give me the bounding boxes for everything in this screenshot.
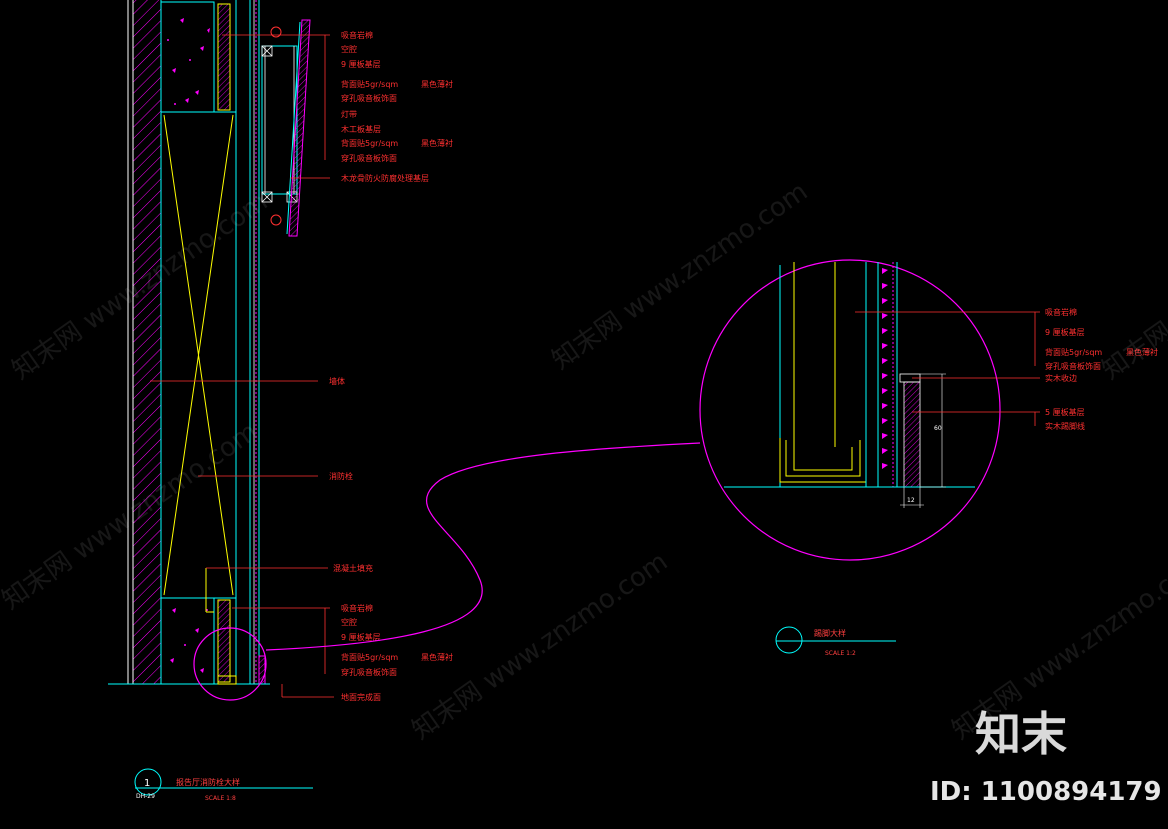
detail-label-5mm-board: 5 厘板基层 [1045,407,1085,417]
title1-code: DH-29 [136,793,155,800]
title1-number: 1 [144,778,150,789]
label-9mm-board-b: 9 厘板基层 [341,632,381,642]
title2-text: 踢脚大样 [814,628,846,638]
dim-height: 60 [934,425,942,432]
title-block-1: 1 DH-29 报告厅消防栓大样 SCALE 1:8 [134,768,313,802]
label-perforated-panel: 穿孔吸音板饰面 [341,93,397,103]
svg-text:知末网 www.znzmo.com: 知末网 www.znzmo.com [0,417,263,616]
detail-label-skirting: 实木踢脚线 [1045,421,1085,431]
detail-labels: 吸音岩棉 9 厘板基层 背面贴5gr/sqm 黑色薄衬 穿孔吸音板饰面 实木收边… [1045,307,1158,431]
title1-text: 报告厅消防栓大样 [176,777,240,787]
label-concrete: 混凝土填充 [333,563,373,573]
label-perforated-panel-b: 穿孔吸音板饰面 [341,667,397,677]
dim-width: 12 [907,497,915,504]
label-rock-wool: 吸音岩棉 [341,30,373,40]
detail-leaders [855,311,1040,426]
concrete-specks-top [167,18,210,105]
brand-id: ID: 1100894179 [930,777,1162,807]
label-black-liner-b: 黑色薄衬 [421,652,453,662]
label-perforated-panel-2: 穿孔吸音板饰面 [341,153,397,163]
label-black-liner-2: 黑色薄衬 [421,138,453,148]
main-section [108,0,311,701]
brand-logo: 知末 [975,707,1067,761]
top-labels: 吸音岩棉 空腔 9 厘板基层 背面贴5gr/sqm 黑色薄衬 穿孔吸音板饰面 灯… [329,30,453,573]
detail-view: 60 12 [699,259,1001,561]
detail-rock-wool-marks [882,268,888,469]
label-blockboard: 木工板基层 [341,124,381,134]
detail-label-perforated-panel: 穿孔吸音板饰面 [1045,361,1101,371]
detail-label-wood-edge: 实木收边 [1045,373,1077,383]
title-block-2: 踢脚大样 SCALE 1:2 [775,626,896,657]
label-wood-keel: 木龙骨防火防腐处理基层 [341,173,429,183]
label-floor-finish: 地面完成面 [341,692,381,702]
label-9mm-board: 9 厘板基层 [341,59,381,69]
callout-connector [265,442,701,651]
detail-label-9mm-board: 9 厘板基层 [1045,327,1085,337]
label-backing: 背面贴5gr/sqm [341,79,398,89]
label-cavity: 空腔 [341,44,357,54]
label-backing-b: 背面贴5gr/sqm [341,652,398,662]
top-leaders [150,34,334,698]
svg-text:知末网 www.znzmo.com: 知末网 www.znzmo.com [547,177,813,376]
brand-watermark: 知末 ID: 1100894179 [930,707,1162,807]
concrete-fill-top [160,1,215,113]
title1-scale: SCALE 1:8 [205,795,236,802]
label-cavity-b: 空腔 [341,617,357,627]
label-light-strip: 灯带 [341,109,357,119]
detail-callout-circle [193,627,267,701]
title2-scale: SCALE 1:2 [825,650,856,657]
svg-text:知末网 www.znzmo.com: 知末网 www.znzmo.com [407,547,673,746]
bottom-labels: 吸音岩棉 空腔 9 厘板基层 背面贴5gr/sqm 黑色薄衬 穿孔吸音板饰面 地… [341,603,453,702]
wall-hatch [133,0,161,684]
label-hydrant: 消防栓 [329,471,353,481]
detail-label-backing: 背面贴5gr/sqm [1045,347,1102,357]
sloped-panel [288,19,311,237]
label-backing-2: 背面贴5gr/sqm [341,138,398,148]
detail-label-black-liner: 黑色薄衬 [1126,347,1158,357]
detail-label-rock-wool: 吸音岩棉 [1045,307,1077,317]
label-black-liner: 黑色薄衬 [421,79,453,89]
label-rock-wool-b: 吸音岩棉 [341,603,373,613]
label-wall: 墙体 [329,376,345,386]
watermarks: 知末网 www.znzmo.com 知末网 www.znzmo.com 知末网 … [0,177,1168,746]
